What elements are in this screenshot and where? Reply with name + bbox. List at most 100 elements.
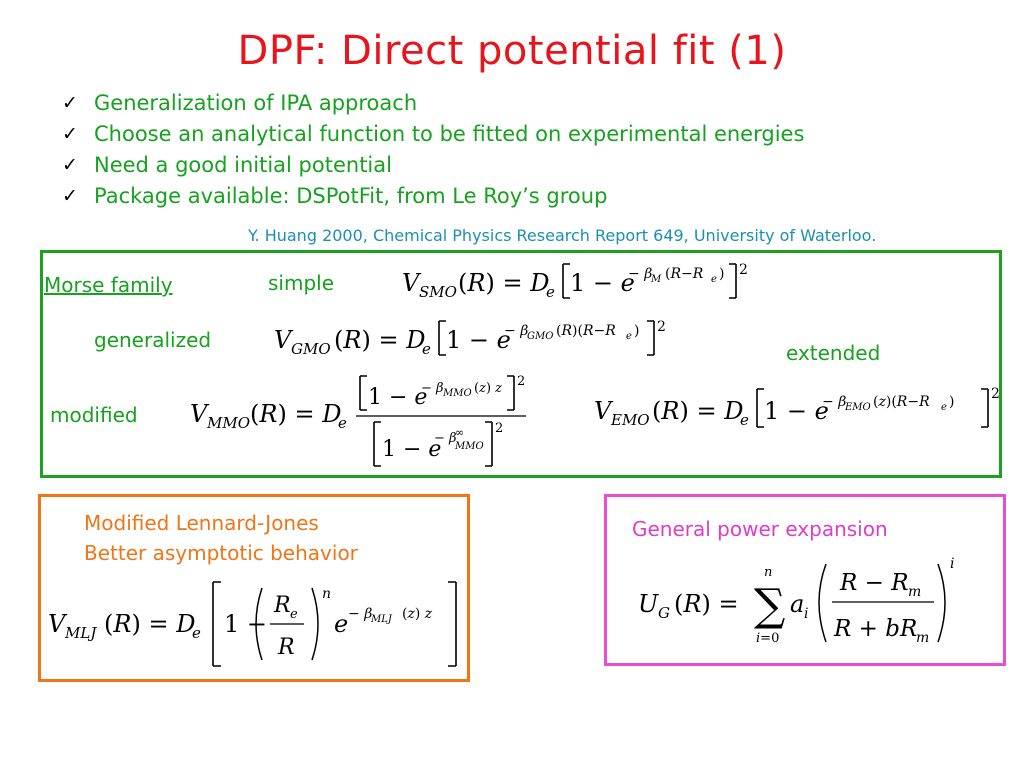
svg-text:− β: − β xyxy=(822,394,846,410)
svg-text:): ) xyxy=(634,323,639,339)
svg-text:i: i xyxy=(950,556,954,572)
svg-text:MMO: MMO xyxy=(206,414,250,432)
extended-label: extended xyxy=(786,341,881,365)
bullet-item: ✓Need a good initial potential xyxy=(62,150,804,181)
svg-text:2: 2 xyxy=(657,319,666,335)
modified-lennard-jones-box xyxy=(38,494,470,682)
svg-text:MMO: MMO xyxy=(442,388,472,399)
svg-text:): ) xyxy=(949,394,954,410)
svg-text:e: e xyxy=(334,610,348,638)
svg-text:2: 2 xyxy=(991,386,1000,402)
svg-text:n: n xyxy=(764,565,772,580)
svg-text:EMO: EMO xyxy=(844,402,871,413)
svg-text:V: V xyxy=(274,326,294,354)
svg-text:∑: ∑ xyxy=(754,580,785,631)
equation-extended-morse: V EMO (R) = D e 1 − e − β EMO (z)(R−R e … xyxy=(594,386,1000,429)
checkmark-icon: ✓ xyxy=(62,154,78,176)
equation-mlj: V MLJ (R) = D e 1 − R e R n e − β MLJ (z… xyxy=(48,581,457,667)
svg-text:R: R xyxy=(277,635,295,660)
svg-text:G: G xyxy=(658,604,670,622)
checkmark-icon: ✓ xyxy=(62,185,78,207)
svg-text:MLJ: MLJ xyxy=(370,614,393,625)
svg-text:e: e xyxy=(711,274,717,285)
svg-text:GMO: GMO xyxy=(291,340,331,358)
svg-text:e: e xyxy=(740,411,749,429)
svg-text:e: e xyxy=(290,607,298,622)
svg-text:e: e xyxy=(338,414,347,432)
bullet-item: ✓Package available: DSPotFit, from Le Ro… xyxy=(62,181,804,212)
svg-text:R + bR: R + bR xyxy=(833,616,917,642)
svg-text:− β: − β xyxy=(421,381,444,396)
morse-family-box xyxy=(40,250,1002,478)
mlj-title: Modified Lennard-Jones xyxy=(84,511,319,535)
svg-text:1 − e: 1 − e xyxy=(764,397,829,425)
svg-text:2: 2 xyxy=(517,374,525,389)
svg-text:(R) = D: (R) = D xyxy=(652,397,743,425)
power-expansion-box xyxy=(604,494,1006,666)
svg-text:e: e xyxy=(546,283,555,301)
svg-text:MMO: MMO xyxy=(454,441,484,452)
svg-text:R − R: R − R xyxy=(839,570,909,596)
svg-text:1 − e: 1 − e xyxy=(570,269,635,297)
equation-modified-morse: V MMO (R) = D e 1 − e − β MMO (z) z 2 1 … xyxy=(190,374,526,467)
svg-text:1 − e: 1 − e xyxy=(368,385,427,410)
svg-text:EMO: EMO xyxy=(610,411,650,429)
svg-text:V: V xyxy=(48,610,68,638)
svg-text:− β: − β xyxy=(348,606,372,622)
svg-text:SMO: SMO xyxy=(419,283,457,301)
svg-text:V: V xyxy=(402,269,422,297)
svg-text:2: 2 xyxy=(495,421,503,436)
bullet-item: ✓Choose an analytical function to be fit… xyxy=(62,119,804,150)
svg-text:e: e xyxy=(192,624,201,642)
svg-text:GMO: GMO xyxy=(527,331,553,342)
svg-text:(R) = D: (R) = D xyxy=(458,269,549,297)
equation-simple-morse: V SMO (R) = D e 1 − e − β M (R−R e ) 2 xyxy=(402,262,748,301)
bullet-item: ✓Generalization of IPA approach xyxy=(62,88,804,119)
svg-text:e: e xyxy=(422,340,431,358)
equation-generalized-morse: V GMO (R) = D e 1 − e − β GMO (R)(R−R e … xyxy=(274,319,666,358)
svg-text:MLJ: MLJ xyxy=(64,624,97,642)
svg-text:1 − e: 1 − e xyxy=(382,437,441,462)
generalized-label: generalized xyxy=(94,328,212,352)
svg-text:V: V xyxy=(594,397,614,425)
svg-text:1 −: 1 − xyxy=(224,610,267,638)
mlj-subtitle: Better asymptotic behavior xyxy=(84,541,358,565)
svg-text:− β: − β xyxy=(504,323,528,339)
svg-text:(z) z: (z) z xyxy=(402,606,433,622)
reference-citation: Y. Huang 2000, Chemical Physics Research… xyxy=(248,226,877,245)
svg-text:a: a xyxy=(790,590,804,618)
checkmark-icon: ✓ xyxy=(62,123,78,145)
svg-text:(R) =: (R) = xyxy=(674,590,739,618)
svg-text:− β: − β xyxy=(434,431,457,446)
svg-text:1 − e: 1 − e xyxy=(446,326,511,354)
svg-text:(z)(R−R: (z)(R−R xyxy=(873,394,930,410)
svg-text:m: m xyxy=(916,630,929,646)
svg-text:(R) = D: (R) = D xyxy=(250,400,341,428)
svg-text:m: m xyxy=(908,584,921,600)
equation-power-expansion: U G (R) = n ∑ i=0 a i R − R m R + bR m i xyxy=(638,556,954,646)
svg-text:(R) = D: (R) = D xyxy=(104,610,195,638)
svg-text:): ) xyxy=(719,266,724,282)
svg-text:e: e xyxy=(626,331,632,342)
svg-text:e: e xyxy=(941,402,947,413)
svg-text:i: i xyxy=(804,606,808,622)
svg-text:− β: − β xyxy=(628,266,652,282)
svg-text:(R) = D: (R) = D xyxy=(334,326,425,354)
svg-text:n: n xyxy=(322,586,331,602)
svg-text:i=0: i=0 xyxy=(756,631,779,646)
bullet-list: ✓Generalization of IPA approach ✓Choose … xyxy=(62,88,804,212)
svg-text:V: V xyxy=(190,400,210,428)
svg-text:2: 2 xyxy=(739,262,748,278)
svg-text:∞: ∞ xyxy=(455,426,464,439)
power-expansion-label: General power expansion xyxy=(632,517,888,541)
svg-text:R: R xyxy=(273,593,291,618)
svg-text:(z) z: (z) z xyxy=(474,381,502,396)
modified-label: modified xyxy=(50,403,138,427)
svg-text:U: U xyxy=(638,590,659,618)
svg-text:(R)(R−R: (R)(R−R xyxy=(556,323,616,339)
svg-text:(R−R: (R−R xyxy=(665,266,704,282)
svg-text:M: M xyxy=(650,274,662,285)
checkmark-icon: ✓ xyxy=(62,92,78,114)
simple-label: simple xyxy=(268,271,335,295)
morse-family-label: Morse family xyxy=(44,273,173,297)
